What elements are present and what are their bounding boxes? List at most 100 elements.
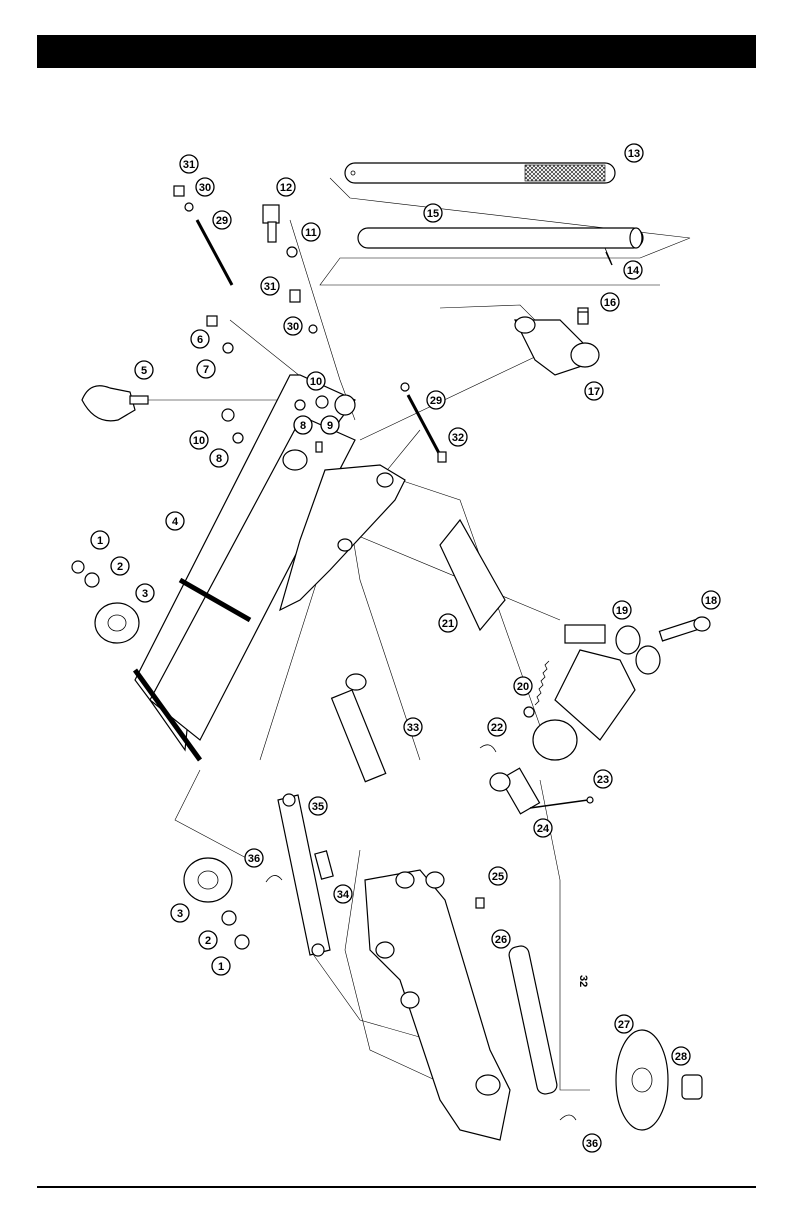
ref-3-top: 3 xyxy=(136,584,154,602)
svg-text:14: 14 xyxy=(627,265,640,277)
ref-5: 5 xyxy=(135,361,153,379)
ref-14: 14 xyxy=(624,261,642,279)
release-valve xyxy=(659,617,710,641)
ref-15: 15 xyxy=(424,204,442,222)
ref-29-top: 29 xyxy=(213,211,231,229)
ref-13: 13 xyxy=(625,144,643,162)
ref-19: 19 xyxy=(613,601,631,619)
svg-text:21: 21 xyxy=(442,618,454,630)
svg-text:36: 36 xyxy=(586,1138,598,1150)
svg-text:25: 25 xyxy=(492,871,504,883)
svg-text:3: 3 xyxy=(177,908,183,920)
ref-32-rotated: 32 xyxy=(577,975,589,987)
ref-17: 17 xyxy=(585,382,603,400)
ref-36-left: 36 xyxy=(245,849,263,867)
svg-text:13: 13 xyxy=(628,148,640,160)
ref-31-top: 31 xyxy=(180,155,198,173)
ref-12: 12 xyxy=(277,178,295,196)
grease-fitting xyxy=(476,898,484,908)
svg-text:15: 15 xyxy=(427,208,439,220)
front-wheel-top xyxy=(72,561,139,643)
ref-33: 33 xyxy=(404,718,422,736)
ref-16: 16 xyxy=(601,293,619,311)
ref-21: 21 xyxy=(439,614,457,632)
ref-8-lower: 8 xyxy=(210,449,228,467)
svg-text:29: 29 xyxy=(216,215,228,227)
ref-29-mid: 29 xyxy=(427,391,445,409)
ref-30-top: 30 xyxy=(196,178,214,196)
ref-24: 24 xyxy=(534,819,552,837)
pivot-pin xyxy=(315,851,333,879)
svg-text:6: 6 xyxy=(197,334,203,346)
saddle xyxy=(616,1030,702,1130)
svg-text:4: 4 xyxy=(172,516,179,528)
ref-3-bottom: 3 xyxy=(171,904,189,922)
svg-text:8: 8 xyxy=(300,420,306,432)
ref-36-bottom: 36 xyxy=(583,1134,601,1152)
svg-text:27: 27 xyxy=(618,1019,630,1031)
svg-text:35: 35 xyxy=(312,801,324,813)
ref-8-upper: 8 xyxy=(294,416,312,434)
ref-4: 4 xyxy=(166,512,184,530)
shield-plate xyxy=(440,520,505,630)
ref-22: 22 xyxy=(488,718,506,736)
svg-text:10: 10 xyxy=(193,435,205,447)
svg-text:16: 16 xyxy=(604,297,616,309)
ref-35: 35 xyxy=(309,797,327,815)
svg-text:31: 31 xyxy=(264,281,276,293)
ref-10-upper: 10 xyxy=(307,372,325,390)
svg-text:30: 30 xyxy=(199,182,211,194)
ref-30-mid: 30 xyxy=(284,317,302,335)
ref-23: 23 xyxy=(594,770,612,788)
svg-text:28: 28 xyxy=(675,1051,687,1063)
ref-2-bottom: 2 xyxy=(199,931,217,949)
svg-text:24: 24 xyxy=(537,823,550,835)
ref-26: 26 xyxy=(492,930,510,948)
pump-body xyxy=(533,625,660,760)
svg-text:30: 30 xyxy=(287,321,299,333)
ref-28: 28 xyxy=(672,1047,690,1065)
svg-text:32: 32 xyxy=(452,432,464,444)
svg-text:17: 17 xyxy=(588,386,600,398)
svg-text:9: 9 xyxy=(327,420,333,432)
ref-9: 9 xyxy=(321,416,339,434)
svg-text:3: 3 xyxy=(142,588,148,600)
ref-1-top: 1 xyxy=(91,531,109,549)
svg-text:5: 5 xyxy=(141,365,147,377)
ref-31-mid: 31 xyxy=(261,277,279,295)
svg-text:26: 26 xyxy=(495,934,507,946)
svg-text:34: 34 xyxy=(337,889,350,901)
ref-2-top: 2 xyxy=(111,557,129,575)
svg-text:33: 33 xyxy=(407,722,419,734)
lift-arm xyxy=(365,870,510,1140)
svg-text:1: 1 xyxy=(218,961,224,973)
svg-text:22: 22 xyxy=(491,722,503,734)
svg-text:18: 18 xyxy=(705,595,717,607)
svg-text:7: 7 xyxy=(203,364,209,376)
svg-text:2: 2 xyxy=(117,561,123,573)
svg-text:1: 1 xyxy=(97,535,103,547)
ref-6: 6 xyxy=(191,330,209,348)
svg-text:8: 8 xyxy=(216,453,222,465)
handle-socket-tube xyxy=(358,228,643,262)
svg-text:36: 36 xyxy=(248,853,260,865)
handle-clamp xyxy=(578,252,612,324)
caster-wheel xyxy=(82,386,148,421)
svg-text:2: 2 xyxy=(205,935,211,947)
bolt xyxy=(263,205,297,257)
ref-11: 11 xyxy=(302,223,320,241)
ram-cylinder xyxy=(332,674,386,782)
ref-1-bottom: 1 xyxy=(212,957,230,975)
svg-text:11: 11 xyxy=(305,227,317,239)
ref-27: 27 xyxy=(615,1015,633,1033)
ref-18: 18 xyxy=(702,591,720,609)
cross-shaft xyxy=(508,945,559,1096)
svg-text:23: 23 xyxy=(597,774,609,786)
ref-32: 32 xyxy=(449,428,467,446)
svg-text:31: 31 xyxy=(183,159,195,171)
ref-34: 34 xyxy=(334,885,352,903)
svg-text:20: 20 xyxy=(517,681,529,693)
front-wheel-bottom xyxy=(184,858,249,949)
svg-text:19: 19 xyxy=(616,605,628,617)
